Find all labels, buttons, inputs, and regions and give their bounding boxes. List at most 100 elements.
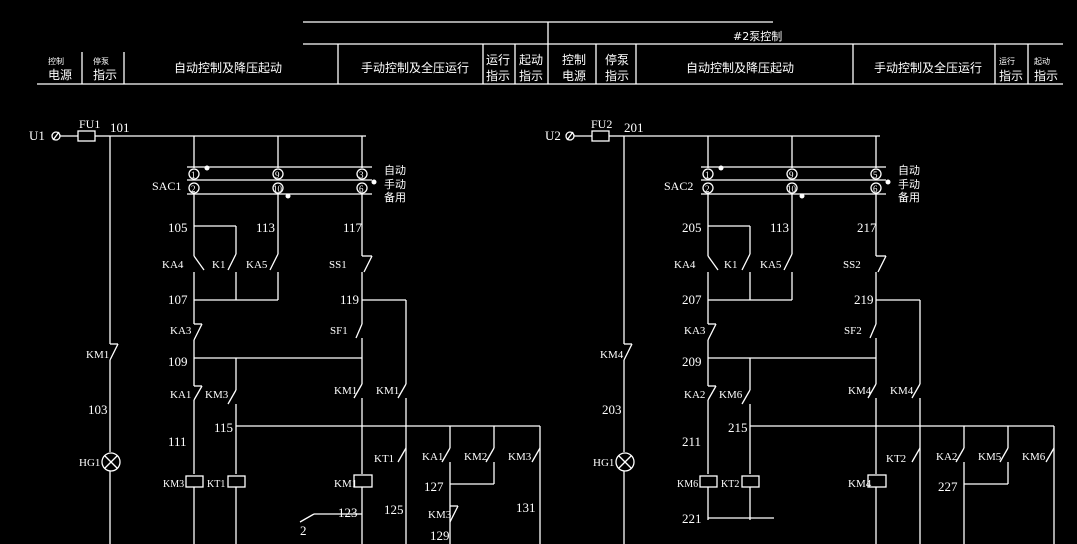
device-label: KM2 xyxy=(464,451,487,463)
header-col: 起动 xyxy=(1034,56,1050,66)
wire-number: 217 xyxy=(857,220,877,235)
mode-label: 备用 xyxy=(898,190,920,204)
device-label: KM6 xyxy=(1022,451,1046,463)
mode-label: 备用 xyxy=(384,190,406,204)
header-col: 指示 xyxy=(605,68,629,83)
header-col: 起动 xyxy=(519,53,543,67)
mode-label: 自动 xyxy=(384,164,406,177)
header-col: 控制 xyxy=(562,53,586,67)
device-label: SF1 xyxy=(330,325,348,337)
contact-number: 6 xyxy=(359,184,364,194)
wire-number: 129 xyxy=(430,528,450,543)
wire-number: 113 xyxy=(770,220,789,235)
mode-label: 手动 xyxy=(898,177,920,191)
wire-number: 107 xyxy=(168,292,188,307)
header-col: 电源 xyxy=(562,69,586,83)
device-label: KT1 xyxy=(374,453,394,465)
indicator-lamp-icon xyxy=(101,452,121,472)
device-label: KM1 xyxy=(334,385,357,397)
lamp-label: HG1 xyxy=(593,457,614,469)
wire-number: 119 xyxy=(340,292,359,307)
wire-number: 105 xyxy=(168,220,188,235)
contact-number: 5 xyxy=(873,170,878,180)
wire-number: 207 xyxy=(682,292,702,307)
wire-number: 201 xyxy=(624,120,644,135)
wire-number: 221 xyxy=(682,511,702,526)
header-col: 运行 xyxy=(486,53,510,67)
switch-label: SAC1 xyxy=(152,179,181,193)
device-label: KM3 xyxy=(428,509,452,521)
coil-symbol xyxy=(867,474,887,488)
fuse-symbol xyxy=(591,130,610,142)
coil-symbol xyxy=(699,475,718,488)
wire-number: 113 xyxy=(256,220,275,235)
header-col: 手动控制及全压运行 xyxy=(361,60,469,75)
coil-symbol xyxy=(353,474,373,488)
device-label: KM4 xyxy=(600,349,624,361)
coil-label: KT1 xyxy=(207,479,225,490)
contact-number: 2 xyxy=(191,184,196,194)
device-label: K1 xyxy=(724,259,737,271)
switch-label: SAC2 xyxy=(664,179,693,193)
device-label: KA1 xyxy=(422,451,443,463)
header-table: #2泵控制 控制 电源 停泵 指示 自动控制及降压起动 手动控制及全压运行 运行… xyxy=(37,21,1063,85)
wire-number: 215 xyxy=(728,420,748,435)
header-col: 指示 xyxy=(999,68,1023,83)
device-label: KM3 xyxy=(508,451,532,463)
contact-number: 6 xyxy=(873,184,878,194)
device-label: KA5 xyxy=(760,259,782,271)
contact-number: 1 xyxy=(191,170,196,180)
wire-number: 103 xyxy=(88,402,108,417)
device-label: KM4 xyxy=(890,385,914,397)
device-label: KA3 xyxy=(170,325,192,337)
device-label: KA2 xyxy=(684,389,705,401)
wire-number: 101 xyxy=(110,120,130,135)
header-col: 控制 xyxy=(48,56,64,66)
header-col: 指示 xyxy=(1034,68,1058,83)
supply-label: U1 xyxy=(29,128,45,143)
wire-number: 127 xyxy=(424,479,444,494)
header-col: 运行 xyxy=(999,56,1015,66)
header-col: 指示 xyxy=(486,68,510,83)
device-label: KM1 xyxy=(86,349,109,361)
device-label: KM1 xyxy=(376,385,399,397)
coil-label: KM4 xyxy=(848,478,872,490)
device-label: KM3 xyxy=(205,389,229,401)
circuit-1: U1 FU1 101 SAC1 1 9 3 2 10 6 自动 手动 xyxy=(29,117,541,544)
contact-number: 10 xyxy=(787,184,797,194)
header-col: 指示 xyxy=(93,67,117,82)
wire-number: 117 xyxy=(343,220,363,235)
mode-label: 手动 xyxy=(384,177,406,191)
device-label: KA4 xyxy=(162,259,184,271)
indicator-lamp-icon xyxy=(615,452,635,472)
supply-label: U2 xyxy=(545,128,561,143)
wire-number: 205 xyxy=(682,220,702,235)
contact-number: 10 xyxy=(273,184,283,194)
wire-number: 131 xyxy=(516,500,536,515)
device-label: KM6 xyxy=(719,389,743,401)
header-col: 指示 xyxy=(519,68,543,83)
header-col: 自动控制及降压起动 xyxy=(686,61,794,75)
circuit-2: U2 FU2 201 SAC2 1 9 5 2 10 6 自动 手动 xyxy=(545,117,1055,544)
header-col: 停泵 xyxy=(93,56,109,66)
fuse-symbol xyxy=(77,130,96,142)
device-label: KA5 xyxy=(246,259,268,271)
coil-label: KM6 xyxy=(677,479,698,490)
wire-number: 125 xyxy=(384,502,404,517)
wire-number: 219 xyxy=(854,292,874,307)
pump2-group-title: #2泵控制 xyxy=(733,29,782,43)
device-label: KM5 xyxy=(978,451,1002,463)
contact-number: 9 xyxy=(789,170,794,180)
device-label: KM4 xyxy=(848,385,872,397)
contact-number: 1 xyxy=(705,170,710,180)
device-label: SS2 xyxy=(843,259,861,271)
mode-label: 自动 xyxy=(898,164,920,177)
coil-label: KT2 xyxy=(721,479,739,490)
lamp-label: HG1 xyxy=(79,457,100,469)
coil-symbol xyxy=(227,475,246,488)
wire-number: 109 xyxy=(168,354,188,369)
wire-number: 203 xyxy=(602,402,622,417)
device-label: KA2 xyxy=(936,451,957,463)
coil-symbol xyxy=(741,475,760,488)
